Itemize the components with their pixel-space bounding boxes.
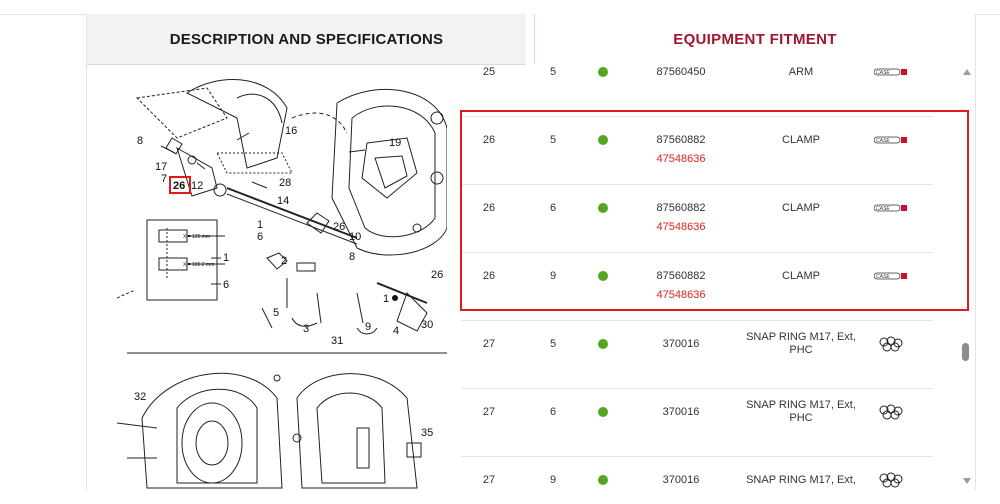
ref-cell: 26: [482, 270, 496, 282]
scrollbar-thumb[interactable]: [962, 343, 969, 361]
availability-dot-icon: [588, 116, 618, 164]
callout-1-top: 1: [257, 219, 263, 231]
parts-diagram: 8 16 17 19 7 26 12 28 14 1 6 26 10 8 2 2…: [117, 79, 447, 489]
table-row[interactable]: 27 5 370016 SNAP RING M17, Ext, PHC: [461, 320, 933, 389]
tab-description-specifications[interactable]: DESCRIPTION AND SPECIFICATIONS: [87, 14, 526, 65]
svg-text:CASE: CASE: [876, 206, 890, 212]
part-description: SNAP RING M17, Ext, PHC: [746, 399, 856, 424]
callout-26-right: 26: [431, 269, 443, 281]
callout-7: 7: [161, 173, 167, 185]
snap-ring-icon: [871, 320, 911, 368]
callout-8: 8: [137, 135, 143, 147]
fitment-table: 25 5 87560450 ARM CASE 26 5 87560882 475…: [461, 64, 933, 490]
callout-8-mid: 8: [349, 251, 355, 263]
table-row[interactable]: 26 9 87560882 47548636 CLAMP CASE: [461, 252, 933, 321]
alternate-part-number[interactable]: 47548636: [656, 153, 706, 165]
scroll-down-icon[interactable]: [963, 478, 971, 484]
callout-9: 9: [365, 321, 371, 333]
qty-cell: 9: [549, 474, 557, 486]
part-description: CLAMP: [782, 269, 820, 282]
parts-panel: DESCRIPTION AND SPECIFICATIONS EQUIPMENT…: [86, 14, 976, 490]
callout-1-mid: 1: [383, 293, 389, 305]
part-number[interactable]: 370016: [662, 474, 700, 486]
ref-cell: 27: [482, 406, 496, 418]
table-row[interactable]: 25 5 87560450 ARM CASE: [461, 48, 933, 117]
qty-cell: 6: [549, 406, 557, 418]
qty-cell: 5: [549, 134, 557, 146]
callout-30: 30: [421, 319, 433, 331]
part-number[interactable]: 370016: [662, 406, 700, 418]
callout-14: 14: [277, 195, 289, 207]
qty-cell: 6: [549, 202, 557, 214]
callout-26-mid: 26: [333, 221, 345, 233]
alternate-part-number[interactable]: 47548636: [656, 289, 706, 301]
qty-cell: 5: [549, 66, 557, 78]
availability-dot-icon: [588, 184, 618, 232]
callout-17: 17: [155, 161, 167, 173]
table-row[interactable]: 27 9 370016 SNAP RING M17, Ext,: [461, 456, 933, 490]
part-number[interactable]: 87560882: [656, 134, 706, 146]
availability-dot-icon: [588, 388, 618, 436]
part-description: SNAP RING M17, Ext,: [746, 473, 856, 486]
case-ih-logo-icon: CASE: [871, 116, 911, 164]
availability-dot-icon: [588, 320, 618, 368]
ref-cell: 25: [482, 66, 496, 78]
dim-1062: X = 106.2 mm: [183, 262, 214, 268]
callout-16: 16: [285, 125, 297, 137]
callout-2: 2: [281, 255, 287, 267]
callout-6-inset: 6: [223, 279, 229, 291]
qty-cell: 5: [549, 338, 557, 350]
callout-19: 19: [389, 137, 401, 149]
table-scrollbar[interactable]: [959, 64, 973, 490]
callout-5: 5: [273, 307, 279, 319]
callout-10: 10: [349, 231, 361, 243]
svg-text:CASE: CASE: [876, 138, 890, 144]
scroll-up-icon[interactable]: [963, 69, 971, 75]
callout-31: 31: [331, 335, 343, 347]
callout-1-inset: 1: [223, 252, 229, 264]
callout-6-top: 6: [257, 231, 263, 243]
callout-4: 4: [393, 325, 399, 337]
part-number[interactable]: 87560882: [656, 270, 706, 282]
case-ih-logo-icon: CASE: [871, 184, 911, 232]
part-number[interactable]: 87560882: [656, 202, 706, 214]
alternate-part-number[interactable]: 47548636: [656, 221, 706, 233]
table-row[interactable]: 26 5 87560882 47548636 CLAMP CASE: [461, 116, 933, 185]
part-number[interactable]: 87560450: [656, 66, 706, 78]
part-description: CLAMP: [782, 201, 820, 214]
table-row[interactable]: 27 6 370016 SNAP RING M17, Ext, PHC: [461, 388, 933, 457]
part-description: SNAP RING M17, Ext, PHC: [746, 331, 856, 356]
tab-equipment-fitment[interactable]: EQUIPMENT FITMENT: [534, 14, 975, 64]
callout-28: 28: [279, 177, 291, 189]
case-ih-logo-icon: CASE: [871, 48, 911, 96]
ref-cell: 26: [482, 202, 496, 214]
ref-cell: 27: [482, 338, 496, 350]
callout-26-highlight: [169, 176, 191, 194]
svg-text:CASE: CASE: [876, 274, 890, 280]
qty-cell: 9: [549, 270, 557, 282]
callout-32: 32: [134, 391, 146, 403]
part-description: CLAMP: [782, 133, 820, 146]
ref-cell: 26: [482, 134, 496, 146]
snap-ring-icon: [871, 456, 911, 490]
callout-3: 3: [303, 323, 309, 335]
table-row[interactable]: 26 6 87560882 47548636 CLAMP CASE: [461, 184, 933, 253]
ref-cell: 27: [482, 474, 496, 486]
part-number[interactable]: 370016: [662, 338, 700, 350]
case-ih-logo-icon: CASE: [871, 252, 911, 300]
part-description: ARM: [788, 65, 814, 78]
availability-dot-icon: [588, 456, 618, 490]
svg-text:CASE: CASE: [876, 70, 890, 76]
callout-12: 12: [191, 180, 203, 192]
availability-dot-icon: [588, 48, 618, 96]
availability-dot-icon: [588, 252, 618, 300]
dim-120: X = 120 mm: [183, 234, 210, 240]
callout-35: 35: [421, 427, 433, 439]
snap-ring-icon: [871, 388, 911, 436]
callout-26: 26: [173, 180, 185, 192]
